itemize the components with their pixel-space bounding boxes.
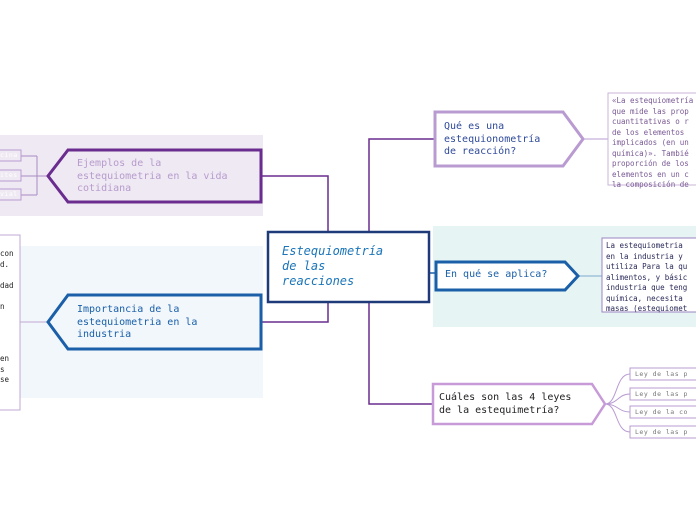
- ley-item[interactable]: Ley de las p: [635, 390, 688, 398]
- central-title: Estequiometría de las reacciones: [282, 244, 384, 288]
- leyes-label: Cuáles son las 4 leyes de la estequimetr…: [439, 392, 572, 416]
- leyes-node[interactable]: [431, 382, 607, 426]
- importancia-label: Importancia de la estequiometria en la i…: [77, 304, 198, 340]
- ejemplo-item[interactable]: ites: [0, 171, 18, 179]
- importancia-detail-box: [0, 234, 21, 411]
- aplica-label: En qué se aplica?: [445, 269, 548, 280]
- que-es-node[interactable]: [433, 110, 585, 168]
- ejemplo-item[interactable]: cina: [0, 151, 18, 159]
- ley-item[interactable]: Ley de las p: [635, 370, 688, 378]
- ley-item[interactable]: Ley de la co: [635, 408, 688, 416]
- ejemplos-node[interactable]: [46, 148, 263, 204]
- central-node[interactable]: [266, 230, 431, 304]
- ejemplos-label: Ejemplos de la estequiometria en la vida…: [77, 158, 228, 194]
- aplica-detail: La estequiometria en la industria y util…: [606, 241, 688, 313]
- ejemplo-item[interactable]: vial: [0, 190, 18, 198]
- aplica-node[interactable]: [434, 260, 581, 292]
- que-es-detail-box: [607, 92, 696, 186]
- importancia-detail: con d. dad n en s se: [0, 249, 14, 384]
- ley-item[interactable]: Ley de las p: [635, 428, 688, 436]
- que-es-detail: «La estequiometría que mide las prop cua…: [612, 96, 694, 189]
- aplica-detail-box: [601, 237, 696, 313]
- que-es-label: Qué es una estequionometría de reacción?: [444, 121, 541, 157]
- importancia-node[interactable]: [46, 293, 263, 351]
